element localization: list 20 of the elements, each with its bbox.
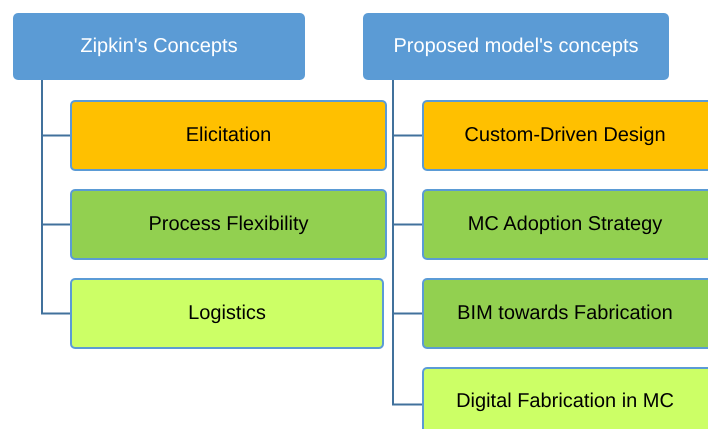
concept-box <box>422 189 708 260</box>
connector-line <box>392 80 422 406</box>
concept-box <box>70 189 387 260</box>
box-label: Zipkin's Concepts <box>80 35 238 58</box>
box-label: Logistics <box>188 302 266 325</box>
concept-box <box>422 278 708 349</box>
header-box <box>13 13 305 80</box>
box-label: Custom-Driven Design <box>464 124 666 147</box>
box-label: Digital Fabrication in MC <box>456 390 674 413</box>
concept-box <box>70 100 387 171</box>
box-label: BIM towards Fabrication <box>457 302 673 325</box>
connector-line <box>41 80 70 314</box>
box-label: Proposed model's concepts <box>393 35 639 58</box>
concept-box <box>70 278 384 349</box>
box-label: Process Flexibility <box>148 213 309 236</box>
box-label: MC Adoption Strategy <box>468 213 662 236</box>
concept-box <box>422 100 708 171</box>
header-box <box>363 13 669 80</box>
box-label: Elicitation <box>186 124 272 147</box>
concept-box <box>422 367 708 429</box>
